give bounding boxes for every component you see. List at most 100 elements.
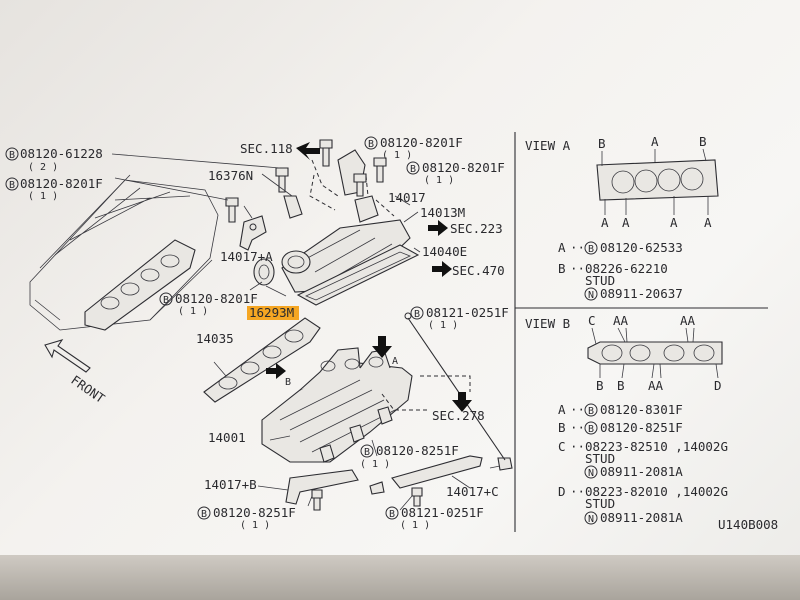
- view-b-legend-a: A ·· B 08120-8301F: [558, 402, 683, 417]
- bolt-icons-upper: [225, 139, 387, 223]
- svg-text:( 1 ): ( 1 ): [360, 459, 390, 470]
- svg-text:··: ··: [570, 261, 585, 276]
- view-b-bottom-mark-2: B: [617, 378, 625, 393]
- callout-bolt-8251f-bottom: B 08120-8251F ( 1 ): [197, 505, 296, 531]
- svg-text:N: N: [588, 468, 594, 479]
- label-sec278: SEC.278: [432, 408, 485, 423]
- svg-text:( 1 ): ( 1 ): [428, 320, 458, 331]
- svg-text:A: A: [558, 240, 566, 255]
- callout-bolt-0251f-right: B 08121-0251F ( 1 ): [410, 305, 509, 331]
- label-14017a: 14017+A: [220, 249, 273, 264]
- view-b-legend-c: C ·· 08223-82510 ,14002G STUD N 08911-20…: [558, 439, 728, 479]
- throttle-gasket: [253, 258, 275, 286]
- leader-dashed-upper: [309, 159, 395, 217]
- view-a-gasket: [596, 148, 719, 215]
- svg-text:B: B: [201, 509, 207, 520]
- view-b-legend-d: D ·· 08223-82010 ,14002G STUD N 08911-20…: [558, 484, 728, 525]
- view-a-top-mark-1: B: [598, 136, 606, 151]
- svg-text:B: B: [588, 244, 594, 255]
- svg-text:··: ··: [570, 402, 585, 417]
- front-arrow-icon: [44, 339, 91, 373]
- view-a-title: VIEW A: [525, 138, 571, 153]
- view-b-top-mark-3: AA: [680, 313, 696, 328]
- svg-text:B: B: [163, 295, 169, 306]
- svg-text:B: B: [588, 406, 594, 417]
- front-label: FRONT: [68, 372, 108, 406]
- view-a-bottom-mark-3: A: [670, 215, 678, 230]
- label-14035: 14035: [196, 331, 234, 346]
- view-b-marker: B: [285, 377, 291, 388]
- label-14017b: 14017+B: [204, 477, 257, 492]
- view-a-bottom-mark-1: A: [601, 215, 609, 230]
- svg-text:··: ··: [570, 420, 585, 435]
- view-a-bottom-mark-4: A: [704, 215, 712, 230]
- svg-text:B: B: [9, 180, 15, 191]
- bracket-14017a: [239, 215, 267, 251]
- view-b-gasket: [587, 327, 723, 379]
- svg-text:08120-8201F: 08120-8201F: [175, 291, 258, 306]
- label-14001: 14001: [208, 430, 246, 445]
- svg-text:B: B: [410, 164, 416, 175]
- svg-text:B: B: [588, 424, 594, 435]
- view-b-bottom-mark-3: AA: [648, 378, 664, 393]
- svg-text:B: B: [368, 139, 374, 150]
- svg-text:08120-62533: 08120-62533: [600, 240, 683, 255]
- svg-text:08226-62210: 08226-62210: [585, 261, 668, 276]
- bracket-14017c: [391, 455, 483, 489]
- label-16376n: 16376N: [208, 168, 253, 183]
- view-b-bottom-mark-1: B: [596, 378, 604, 393]
- view-a-legend-b: B ·· 08226-62210 STUD N 08911-20637: [558, 261, 683, 301]
- svg-text:08120-8301F: 08120-8301F: [600, 402, 683, 417]
- callout-bolt-8251f-mid: B 08120-8251F ( 1 ): [360, 443, 459, 470]
- callout-bolt-61228: B 08120-61228 ( 2 ): [5, 146, 103, 173]
- label-14040e: 14040E: [422, 244, 467, 259]
- svg-text:08120-8251F: 08120-8251F: [600, 420, 683, 435]
- svg-text:( 2 ): ( 2 ): [28, 162, 58, 173]
- collector-gasket: [296, 244, 420, 306]
- view-b-title: VIEW B: [525, 316, 570, 331]
- svg-text:08120-8201F: 08120-8201F: [380, 135, 463, 150]
- highlight-16293m: [247, 306, 299, 320]
- label-sec118: SEC.118: [240, 141, 293, 156]
- svg-text:B: B: [558, 261, 566, 276]
- sensor-16376n: [283, 195, 303, 219]
- svg-text:08121-0251F: 08121-0251F: [401, 505, 484, 520]
- svg-text:( 1 ): ( 1 ): [28, 191, 58, 202]
- svg-text:B: B: [364, 447, 370, 458]
- cylinder-head-outline: [29, 174, 219, 331]
- intake-collector-upper: [281, 149, 411, 293]
- svg-text:B: B: [389, 509, 395, 520]
- svg-text:08120-8251F: 08120-8251F: [213, 505, 296, 520]
- svg-text:08120-8201F: 08120-8201F: [422, 160, 505, 175]
- callout-bolt-8201f-top2: B 08120-8201F ( 1 ): [406, 160, 505, 186]
- svg-text:B: B: [558, 420, 566, 435]
- view-b-top-mark-1: C: [588, 313, 596, 328]
- svg-text:STUD: STUD: [585, 496, 615, 511]
- intake-manifold-lower: [261, 347, 413, 463]
- svg-text:··: ··: [570, 439, 585, 454]
- svg-text:A: A: [558, 402, 566, 417]
- view-a-bottom-mark-2: A: [622, 215, 630, 230]
- bolt-icons-lower: [311, 457, 513, 511]
- background-edge: [0, 555, 800, 600]
- view-b-bottom-mark-4: D: [714, 378, 722, 393]
- view-a-marker: A: [392, 356, 398, 367]
- svg-text:N: N: [588, 290, 594, 301]
- svg-text:··: ··: [570, 240, 585, 255]
- svg-text:C: C: [558, 439, 566, 454]
- svg-text:08223-82510 ,14002G: 08223-82510 ,14002G: [585, 439, 728, 454]
- black-arrow-icons: [266, 142, 472, 412]
- svg-text:08120-8251F: 08120-8251F: [376, 443, 459, 458]
- svg-text:··: ··: [570, 484, 585, 499]
- svg-text:08121-0251F: 08121-0251F: [426, 305, 509, 320]
- leader-0251f: [407, 317, 506, 461]
- svg-text:( 1 ): ( 1 ): [240, 520, 270, 531]
- view-b-top-mark-2: AA: [613, 313, 629, 328]
- svg-text:D: D: [558, 484, 566, 499]
- svg-text:STUD: STUD: [585, 451, 615, 466]
- svg-text:08911-2081A: 08911-2081A: [600, 464, 683, 479]
- svg-text:( 1 ): ( 1 ): [424, 175, 454, 186]
- callout-bolt-8201f-left: B 08120-8201F ( 1 ): [5, 176, 103, 202]
- svg-text:08120-61228: 08120-61228: [20, 146, 103, 161]
